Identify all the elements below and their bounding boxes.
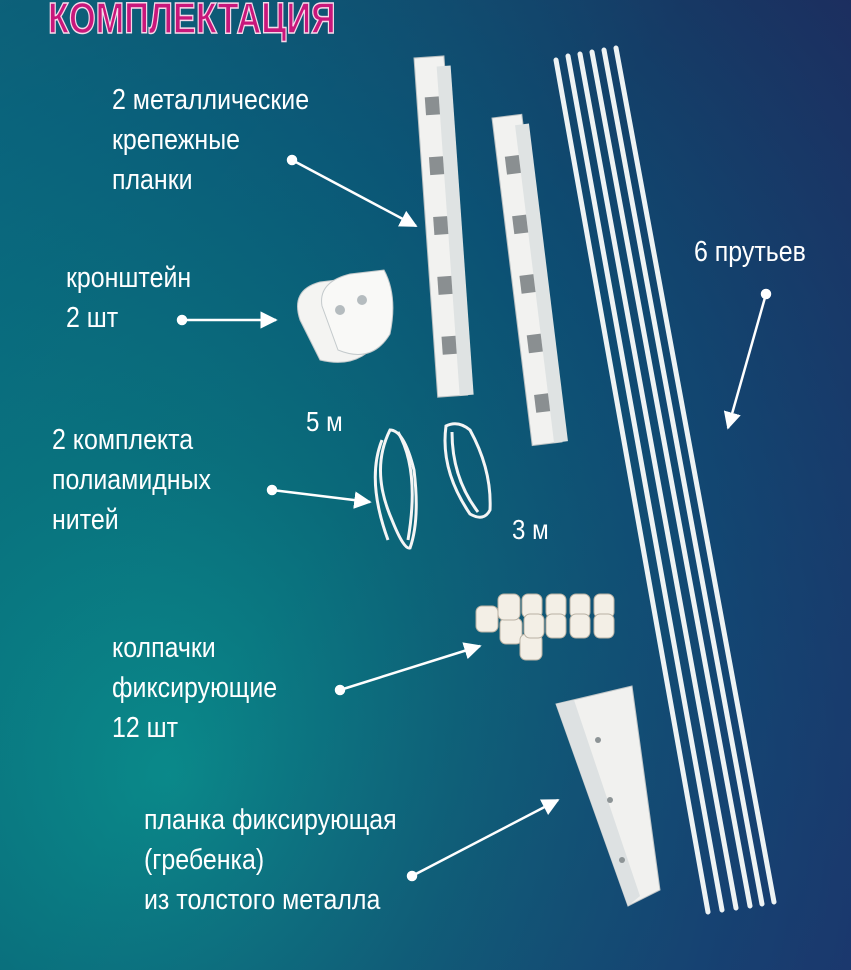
label-rods: 6 прутьев xyxy=(694,236,806,268)
page-title: КОМПЛЕКТАЦИЯ xyxy=(47,0,336,44)
label-bracket: кронштейн 2 шт xyxy=(66,262,192,334)
planks-image xyxy=(413,55,568,447)
label-planks: 2 металлические крепежные планки xyxy=(112,84,310,196)
label-length-3m: 3 м xyxy=(512,514,549,545)
label-length-5m: 5 м xyxy=(306,406,343,437)
brackets-image xyxy=(297,269,394,363)
rods-image xyxy=(553,45,777,915)
comb-image xyxy=(555,685,661,907)
arrows xyxy=(176,154,772,882)
label-comb: планка фиксирующая (гребенка) из толстог… xyxy=(144,804,397,916)
label-caps: колпачки фиксирующие 12 шт xyxy=(112,632,278,744)
caps-image xyxy=(475,593,615,661)
label-threads: 2 комплекта полиамидных нитей xyxy=(52,424,211,536)
threads-image xyxy=(373,422,492,550)
